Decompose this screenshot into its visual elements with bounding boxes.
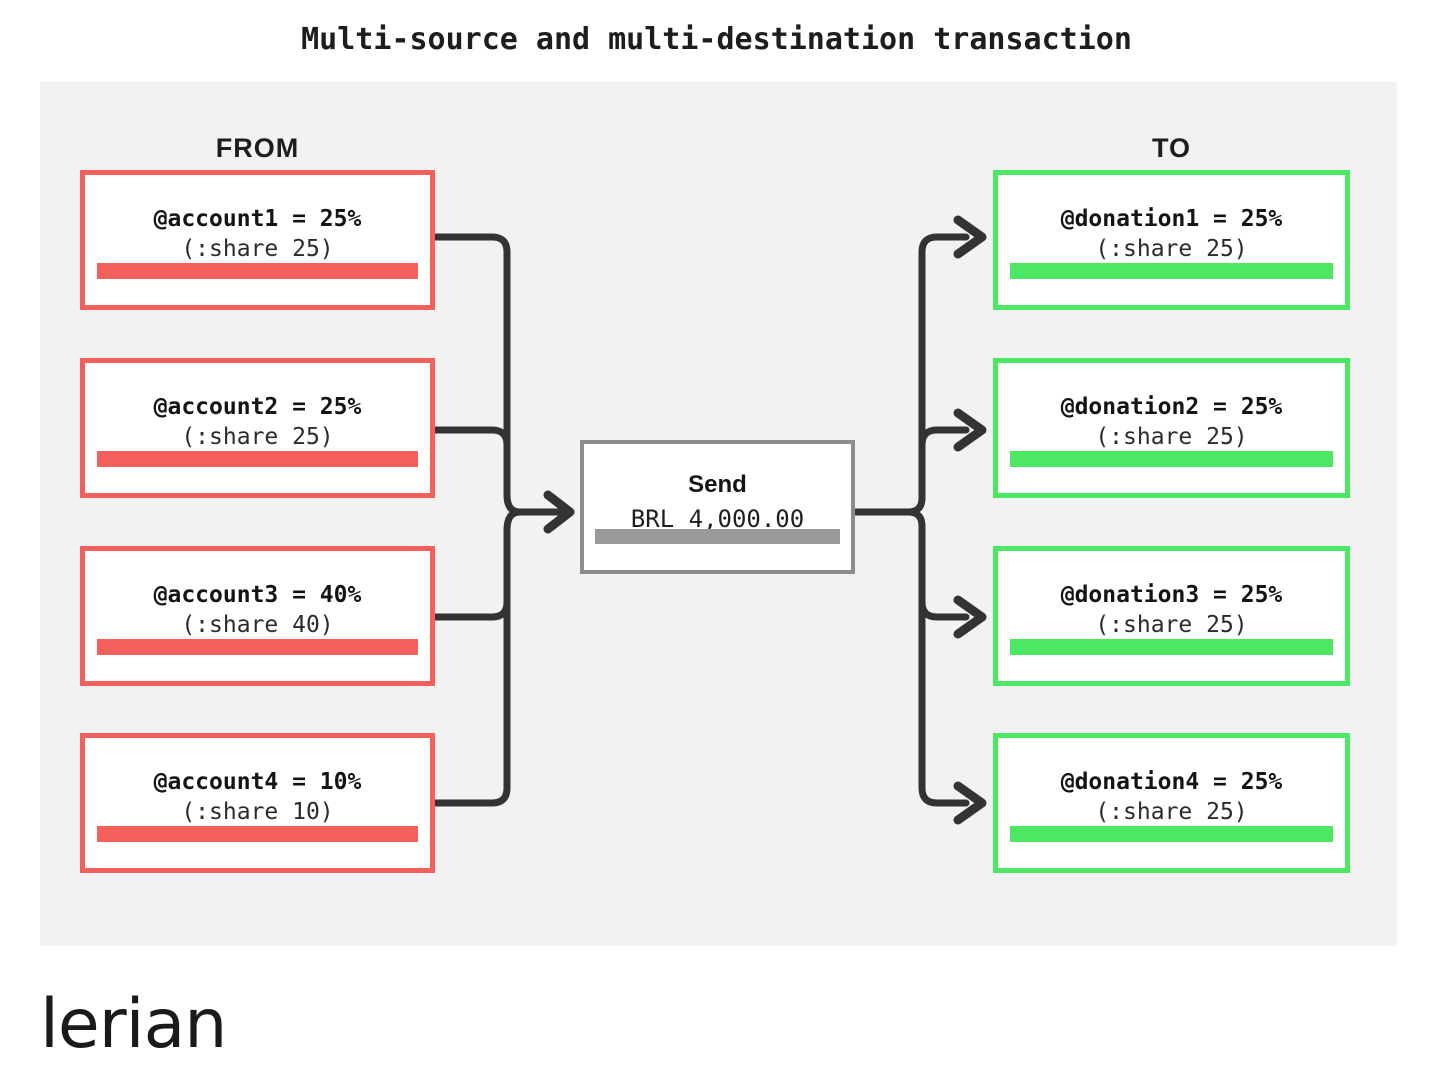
source-node-account2[interactable]: @account2 = 25% (:share 25) [80,358,435,498]
source-node-account3[interactable]: @account3 = 40% (:share 40) [80,546,435,686]
destination-title: @donation4 = 25% [1060,769,1283,795]
send-title: Send [688,471,747,498]
source-bar [97,263,418,279]
source-share: (:share 25) [181,424,334,451]
destination-bar [1010,263,1333,279]
send-bar [595,529,840,544]
destination-bar [1010,451,1333,467]
destination-bar [1010,639,1333,655]
brand-logo: lerian [40,985,227,1064]
source-share: (:share 25) [181,236,334,263]
source-title: @account4 = 10% [153,769,362,795]
to-column-header: TO [1151,133,1191,163]
source-node-account1[interactable]: @account1 = 25% (:share 25) [80,170,435,310]
destination-share: (:share 25) [1095,424,1248,451]
destination-title: @donation3 = 25% [1060,582,1283,608]
page-title: Multi-source and multi-destination trans… [301,22,1132,57]
destination-title: @donation2 = 25% [1060,394,1283,420]
source-share: (:share 10) [181,799,334,826]
source-share: (:share 40) [181,612,334,639]
destination-title: @donation1 = 25% [1060,206,1283,232]
destination-node-donation1[interactable]: @donation1 = 25% (:share 25) [993,170,1350,310]
destination-bar [1010,826,1333,842]
send-amount: BRL 4,000.00 [630,505,805,533]
source-bar [97,826,418,842]
destination-share: (:share 25) [1095,236,1248,263]
destination-node-donation3[interactable]: @donation3 = 25% (:share 25) [993,546,1350,686]
source-bar [97,639,418,655]
send-node[interactable]: Send BRL 4,000.00 [580,440,855,574]
source-title: @account1 = 25% [153,206,362,232]
destination-node-donation4[interactable]: @donation4 = 25% (:share 25) [993,733,1350,873]
source-title: @account2 = 25% [153,394,362,420]
from-column-header: FROM [215,133,300,163]
destination-node-donation2[interactable]: @donation2 = 25% (:share 25) [993,358,1350,498]
source-title: @account3 = 40% [153,582,362,608]
destination-share: (:share 25) [1095,799,1248,826]
destination-share: (:share 25) [1095,612,1248,639]
source-bar [97,451,418,467]
source-node-account4[interactable]: @account4 = 10% (:share 10) [80,733,435,873]
